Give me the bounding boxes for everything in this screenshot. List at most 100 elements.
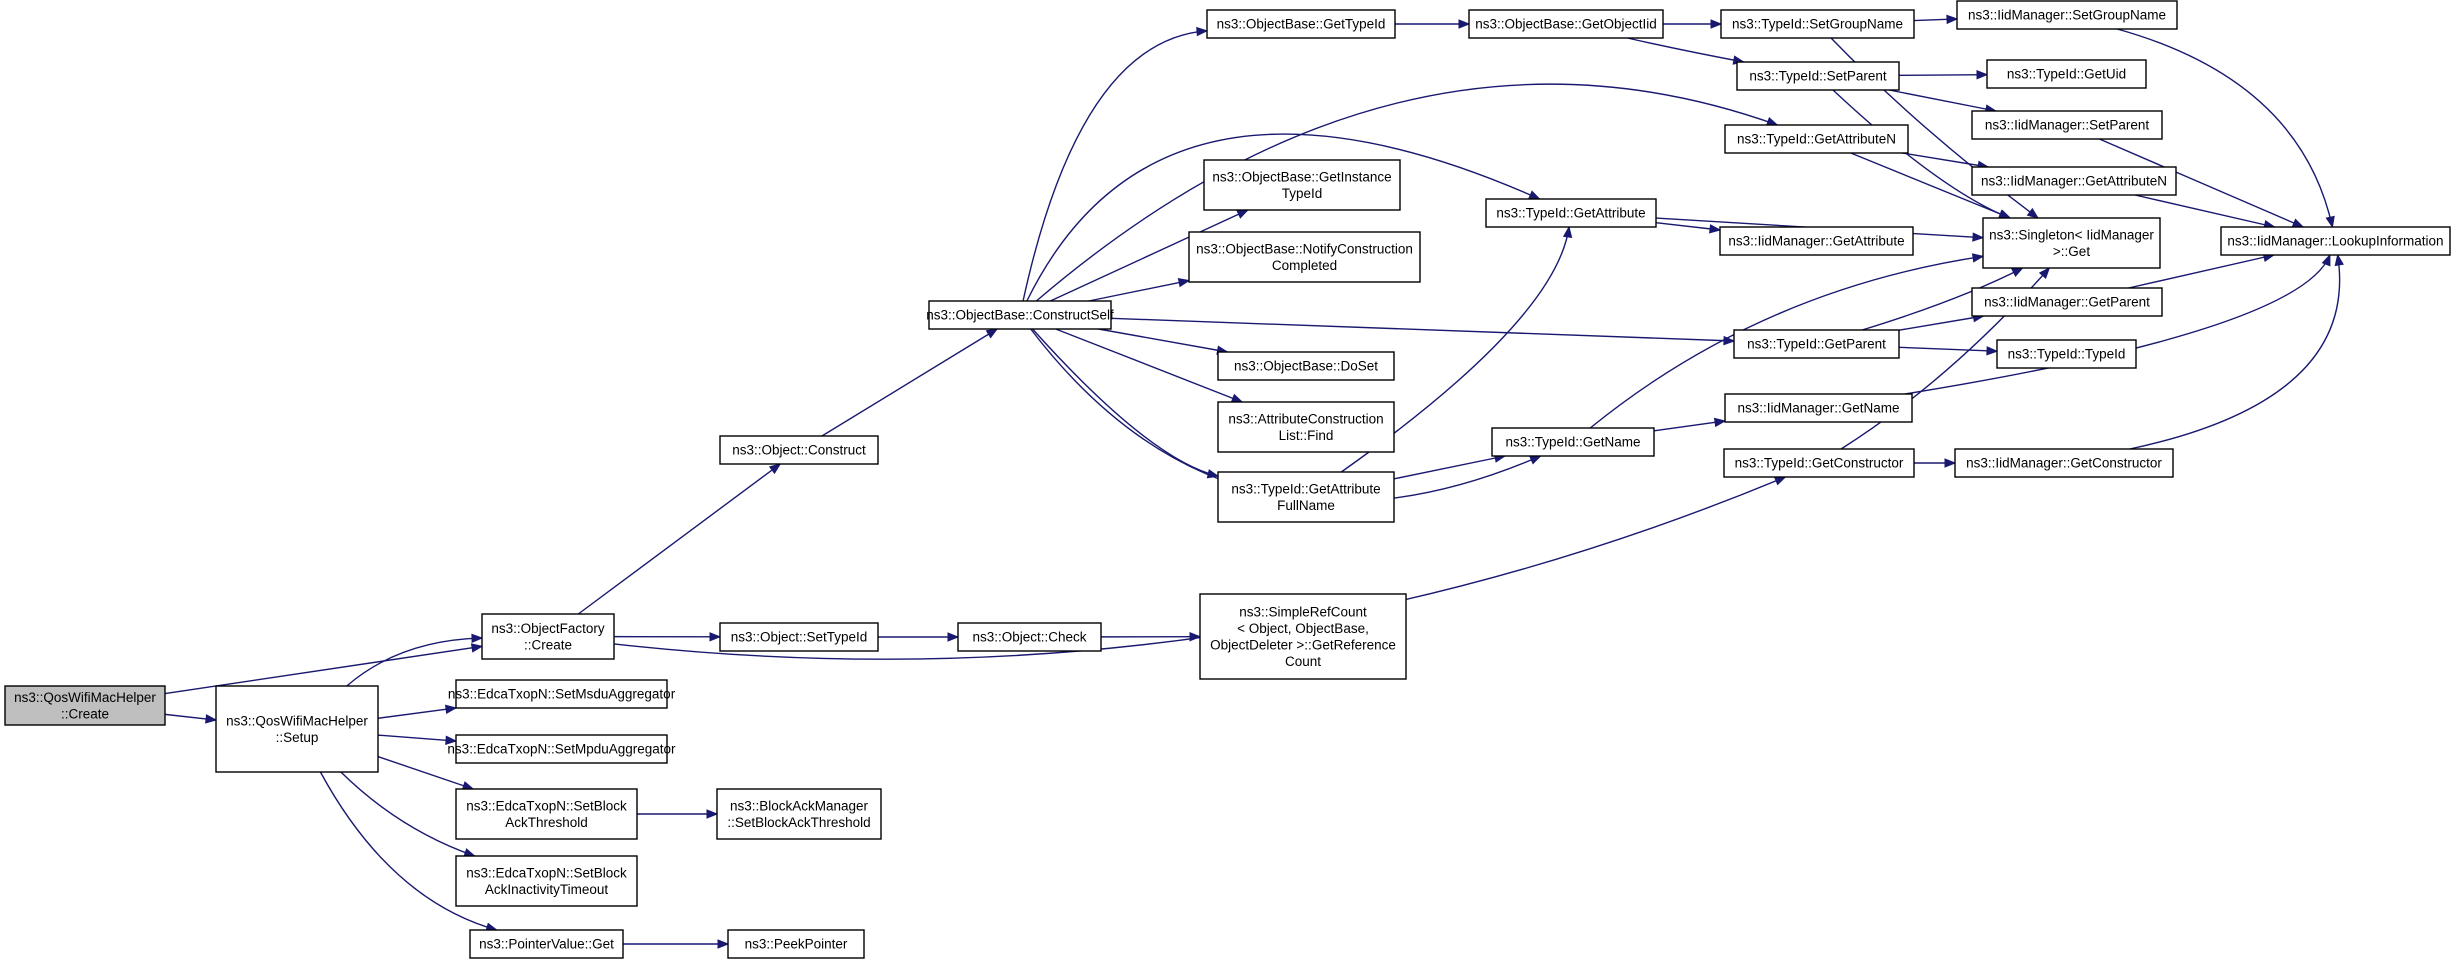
edge-n30-to-n31 [2129,253,2344,450]
node-box [1203,159,1401,211]
node-ns3-object-check[interactable]: ns3::Object::Check [957,622,1102,652]
node-label-line: ns3::IidManager::GetConstructor [1966,456,2162,471]
edge-line [821,328,998,437]
node-ns3-typeid-getuid[interactable]: ns3::TypeId::GetUid [1986,59,2147,89]
node-ns3-edcatxopn-setblock-ackthreshold[interactable]: ns3::EdcaTxopN::SetBlockAckThreshold [455,788,638,840]
edge-line [1861,267,2023,331]
arrowhead-icon [1976,69,1989,80]
node-ns3-qoswifimachelper-setup[interactable]: ns3::QosWifiMacHelper::Setup [215,685,379,773]
node-ns3-iidmanager-getname[interactable]: ns3::IidManager::GetName [1724,393,1913,423]
node-ns3-typeid-getparent[interactable]: ns3::TypeId::GetParent [1733,329,1900,359]
node-box [727,929,865,959]
edge-line [1655,221,1721,231]
node-ns3-iidmanager-setgroupname[interactable]: ns3::IidManager::SetGroupName [1956,0,2178,30]
node-label-line: ns3::TypeId::GetAttribute [1496,206,1645,221]
node-ns3-typeid-getconstructor[interactable]: ns3::TypeId::GetConstructor [1723,448,1915,478]
arrowhead-icon [1189,631,1202,642]
edge-n13-to-n14 [1393,453,1507,480]
arrowhead-icon [1773,476,1787,486]
edge-line [2099,138,2304,228]
node-ns3-iidmanager-getattribute[interactable]: ns3::IidManager::GetAttribute [1719,226,1914,256]
node-box [1188,231,1421,283]
node-ns3-edcatxopn-setmpduaggregator[interactable]: ns3::EdcaTxopN::SetMpduAggregator [447,734,676,764]
node-ns3-peekpointer[interactable]: ns3::PeekPointer [727,929,865,959]
edge-n16-to-n17 [1663,19,1723,29]
node-box [957,622,1102,652]
node-ns3-typeid-getname[interactable]: ns3::TypeId::GetName [1491,427,1655,457]
node-label-line: ns3::ObjectBase::DoSet [1234,359,1378,374]
node-label-line: ns3::ObjectBase::GetInstance [1212,169,1391,184]
node-ns3-typeid-setparent[interactable]: ns3::TypeId::SetParent [1736,61,1900,91]
edge-n18-to-n24 [1898,69,1989,80]
node-label-line: List::Find [1279,428,1334,443]
node-ns3-objectbase-gettypeid[interactable]: ns3::ObjectBase::GetTypeId [1206,9,1396,39]
node-box [1723,448,1915,478]
node-ns3-iidmanager-getconstructor[interactable]: ns3::IidManager::GetConstructor [1954,448,2174,478]
edge-n7-to-n8 [1022,26,1209,302]
node-ns3-objectfactory-create[interactable]: ns3::ObjectFactory::Create [481,613,615,660]
edge-n21-to-n28 [1898,313,1985,331]
node-label-line: ns3::TypeId::GetUid [2007,67,2126,82]
node-ns3-blockackmanager-setblockackthreshold[interactable]: ns3::BlockAckManager::SetBlockAckThresho… [716,788,882,840]
edge-line [377,734,457,742]
edge-n3-to-n34 [377,704,458,719]
edge-line [319,771,497,931]
node-ns3-iidmanager-getparent[interactable]: ns3::IidManager::GetParent [1971,287,2163,317]
arrowhead-icon [471,633,484,644]
node-ns3-edcatxopn-setmsduaggregator[interactable]: ns3::EdcaTxopN::SetMsduAggregator [448,679,676,709]
edge-n3-to-n2 [346,633,484,687]
node-label-line: FullName [1277,498,1335,513]
node-ns3-singleton-iidmanager-get[interactable]: ns3::Singleton< IidManager>::Get [1982,217,2161,269]
edge-n39-to-n40 [623,939,730,949]
node-box [4,685,166,726]
node-ns3-typeid-typeid[interactable]: ns3::TypeId::TypeId [1996,339,2137,369]
node-ns3-objectbase-notifyconstruction-completed[interactable]: ns3::ObjectBase::NotifyConstructionCompl… [1188,231,1421,283]
node-ns3-iidmanager-lookupinformation[interactable]: ns3::IidManager::LookupInformation [2220,226,2451,256]
edge-n36-to-n37 [637,809,719,819]
edge-line [2134,194,2275,228]
arrowhead-icon [2011,267,2024,277]
node-label-line: ns3::ObjectFactory [491,621,605,636]
node-ns3-typeid-getattributen[interactable]: ns3::TypeId::GetAttributeN [1724,124,1909,154]
edge-line [1898,73,1988,77]
node-box [1954,448,2174,478]
node-ns3-typeid-setgroupname[interactable]: ns3::TypeId::SetGroupName [1720,9,1915,39]
arrowhead-icon [1709,224,1722,234]
edge-line [1832,89,2010,219]
edge-n14-to-n22 [1653,417,1727,432]
edge-line [1889,89,1996,112]
node-label-line: Completed [1272,258,1337,273]
arrowhead-icon [2334,253,2344,267]
node-ns3-pointervalue-get[interactable]: ns3::PointerValue::Get [469,929,624,959]
node-ns3-qoswifimachelper-create[interactable]: ns3::QosWifiMacHelper::Create [4,685,166,726]
node-label-line: AckThreshold [505,815,588,830]
node-box [1724,124,1909,154]
node-label-line: ::SetBlockAckThreshold [727,815,870,830]
node-ns3-objectbase-doset[interactable]: ns3::ObjectBase::DoSet [1217,351,1395,381]
node-label-line: ns3::IidManager::LookupInformation [2227,234,2443,249]
node-ns3-objectbase-getobjectiid[interactable]: ns3::ObjectBase::GetObjectIid [1468,9,1664,39]
node-box [719,622,879,652]
arrowhead-icon [1528,190,1541,200]
node-label-line: ns3::IidManager::GetParent [1984,295,2150,310]
edge-line [2116,28,2334,228]
node-label-line: ns3::IidManager::GetAttributeN [1981,174,2167,189]
node-ns3-iidmanager-getattributen[interactable]: ns3::IidManager::GetAttributeN [1971,166,2177,196]
arrowhead-icon [2026,207,2040,219]
node-ns3-object-construct[interactable]: ns3::Object::Construct [719,435,879,465]
edge-n32-to-n33 [1100,631,1202,642]
node-ns3-typeid-getattribute[interactable]: ns3::TypeId::GetAttribute [1485,198,1657,228]
node-ns3-objectbase-constructself[interactable]: ns3::ObjectBase::ConstructSelf [926,300,1114,330]
arrowhead-icon [1230,393,1244,403]
arrowhead-icon [2321,253,2331,267]
node-ns3-edcatxopn-setblock-ackinactivitytimeout[interactable]: ns3::EdcaTxopN::SetBlockAckInactivityTim… [455,855,638,907]
node-label-line: Count [1285,654,1321,669]
node-ns3-iidmanager-setparent[interactable]: ns3::IidManager::SetParent [1971,110,2163,140]
node-ns3-object-settypeid[interactable]: ns3::Object::SetTypeId [719,622,879,652]
edge-n17-to-n23 [1913,14,1959,25]
node-label-line: AckInactivityTimeout [485,882,609,897]
node-ns3-simplerefcount-object-objectbase-objectdeleter-getreference-count[interactable]: ns3::SimpleRefCount< Object, ObjectBase,… [1199,593,1407,680]
